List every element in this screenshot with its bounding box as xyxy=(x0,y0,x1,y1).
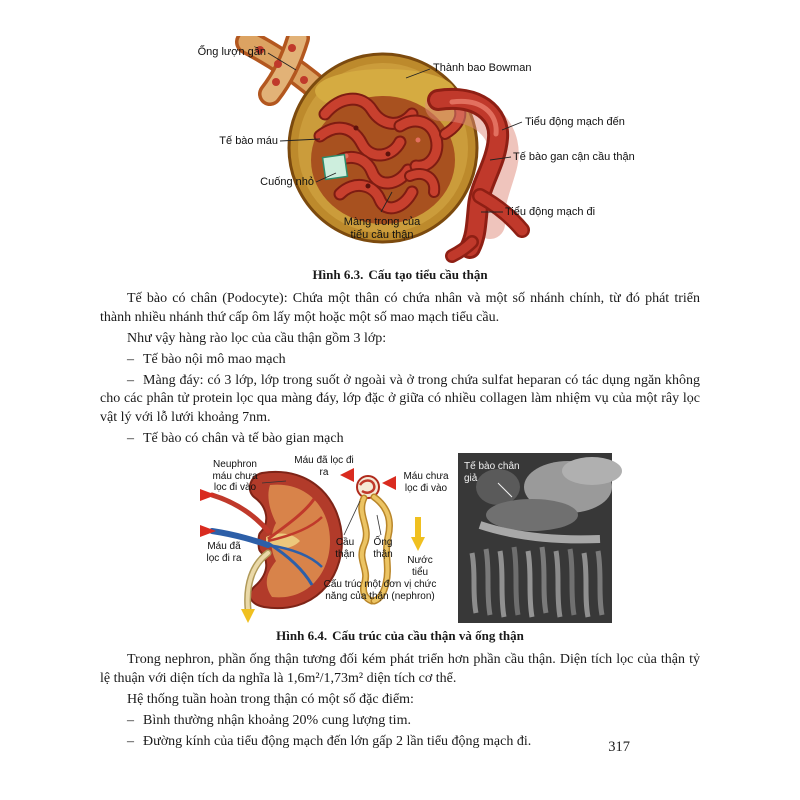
label-urine: Nước tiểu xyxy=(407,555,433,578)
page-content: Ống lượn gần Thành bao Bowman Tiểu động … xyxy=(100,36,700,754)
label-podocyte-foot-cell: Tế bào chân giả xyxy=(464,461,520,484)
figure-6-3-title: Cấu tạo tiểu cầu thận xyxy=(368,267,488,282)
dash-bullet: – xyxy=(127,431,134,447)
paragraph-filter-layers: Như vậy hàng rào lọc của cầu thận gồm 3 … xyxy=(127,330,387,346)
label-blood-cells: Tế bào máu xyxy=(219,135,278,147)
kidney-art xyxy=(200,471,344,624)
figure-6-4-caption: Hình 6.4.Cấu trúc của cầu thận và ống th… xyxy=(100,628,700,644)
dash-bullet: – xyxy=(127,733,134,749)
label-nephron-unfiltered-blood: Neuphron máu chưa lọc đi vào xyxy=(212,459,258,494)
nephron-diagram-art xyxy=(340,468,425,605)
paragraph-podocyte: Tế bào có chân (Podocyte): Chứa một thân… xyxy=(100,291,700,325)
list-item-text: Bình thường nhận khoảng 20% cung lượng t… xyxy=(143,712,411,728)
label-filtered-blood-out-left: Máu đã lọc đi ra xyxy=(206,541,242,564)
page-number: 317 xyxy=(608,739,630,755)
label-juxtaglomerular-cells: Tế bào gan cận cầu thận xyxy=(513,151,635,163)
label-efferent-arteriole: Tiểu động mạch đi xyxy=(505,206,596,218)
label-renal-tubule: Ống thận xyxy=(373,537,393,560)
list-item-arteriole-diameter: –Đường kính của tiểu động mạch đến lớn g… xyxy=(100,733,700,752)
list-item-podocyte-mesangial: –Tế bào có chân và tế bào gian mạch xyxy=(100,430,700,449)
paragraph-nephron-surface: Trong nephron, phần ống thận tương đối k… xyxy=(100,652,700,687)
list-item-text: Tế bào có chân và tế bào gian mạch xyxy=(143,431,344,447)
leader-lines xyxy=(267,52,523,213)
bowman-capsule-art xyxy=(287,52,479,244)
figure-6-3-caption: Hình 6.3. Cấu tạo tiểu cầu thận xyxy=(100,267,700,283)
label-afferent-arteriole: Tiểu động mạch đến xyxy=(525,116,625,128)
figure-6-4-number: Hình 6.4. xyxy=(276,628,328,644)
label-filtered-blood-out-top: Máu đã lọc đi ra xyxy=(294,455,354,478)
list-item-text: Đường kính của tiểu động mạch đến lớn gấ… xyxy=(143,733,532,749)
dash-bullet: – xyxy=(127,351,134,367)
label-pedicel: Cuống nhỏ xyxy=(260,176,314,188)
list-item-cardiac-output: –Bình thường nhận khoảng 20% cung lượng … xyxy=(100,712,700,731)
arteriole-art xyxy=(425,87,530,263)
em-micrograph-art xyxy=(458,453,622,624)
pedicel-highlight-box xyxy=(321,153,349,181)
dash-bullet: – xyxy=(127,372,134,388)
dash-bullet: – xyxy=(127,712,134,728)
figure-6-3-number: Hình 6.3. xyxy=(312,267,364,282)
label-bowman-capsule-wall: Thành bao Bowman xyxy=(433,62,532,74)
label-nephron-unit-description: Cấu trúc một đơn vị chức năng của thận (… xyxy=(323,579,437,602)
list-item-basement-membrane: –Màng đáy: có 3 lớp, lớp trong suốt ở ng… xyxy=(100,372,700,429)
label-glomerulus: Cầu thận xyxy=(335,537,355,560)
figure-nephron: Neuphron máu chưa lọc đi vào Máu đã lọc … xyxy=(100,453,700,625)
label-unfiltered-blood-in: Máu chưa lọc đi vào xyxy=(403,471,449,494)
paragraph-circulation-features: Hệ thống tuần hoàn trong thận có một số … xyxy=(127,691,414,707)
glomerulus-illustration xyxy=(235,36,530,263)
label-proximal-tubule: Ống lượn gần xyxy=(197,46,266,58)
list-item-endothelium: –Tế bào nội mô mao mạch xyxy=(100,351,700,370)
figure-6-4-title: Cấu trúc của cầu thận và ống thận xyxy=(332,628,524,644)
figure-glomerulus: Ống lượn gần Thành bao Bowman Tiểu động … xyxy=(100,36,700,264)
nephron-illustration xyxy=(200,453,622,624)
label-inner-membrane: Màng trong của tiểu cầu thận xyxy=(343,216,421,241)
list-item-text: Tế bào nội mô mao mạch xyxy=(143,351,286,367)
list-item-text: Màng đáy: có 3 lớp, lớp trong suốt ở ngo… xyxy=(100,372,700,426)
